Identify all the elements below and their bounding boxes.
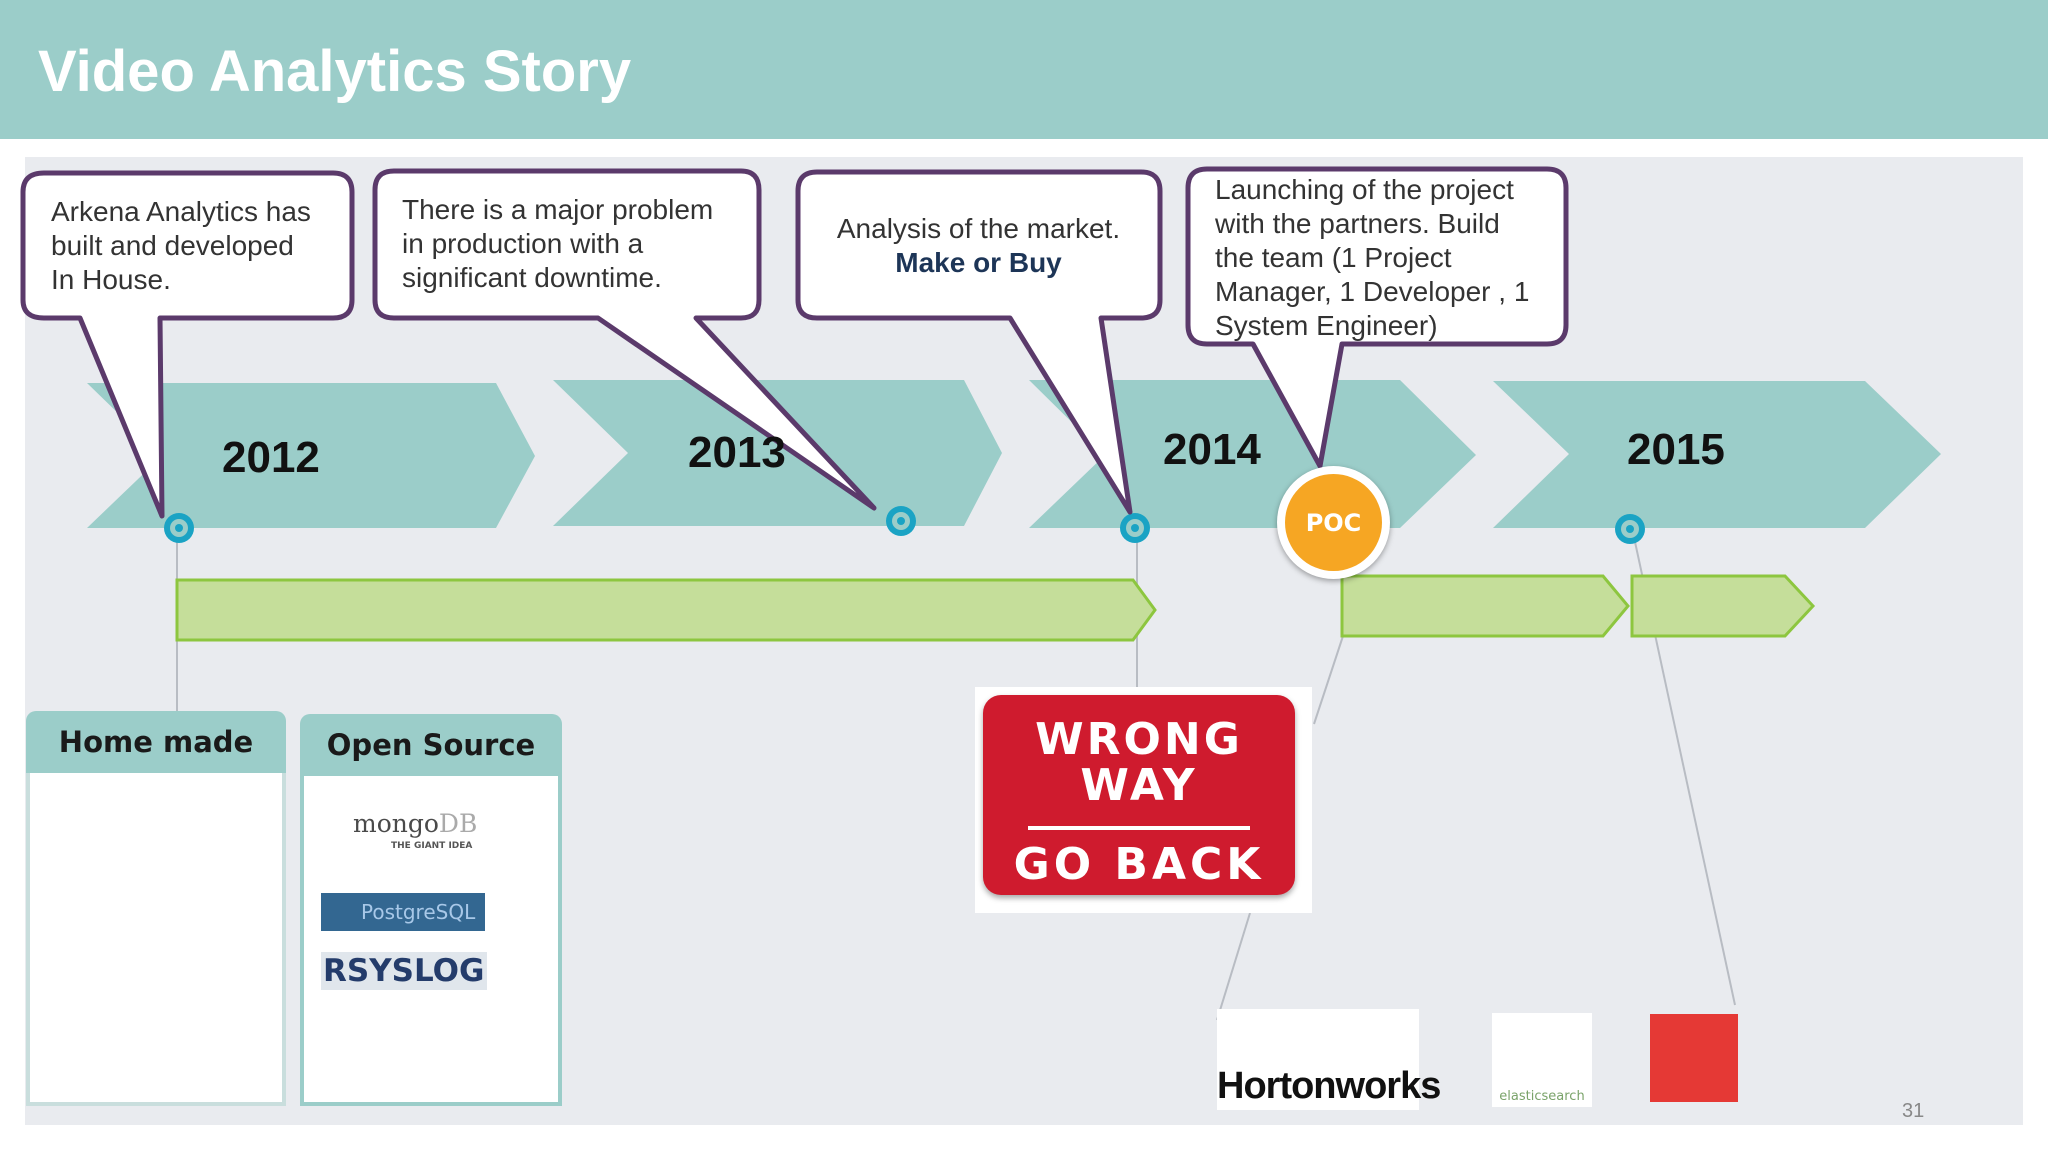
callout-bubble-4 — [1185, 166, 1569, 469]
marker-2015 — [1615, 514, 1645, 544]
callout-text-3: Analysis of the market.Make or Buy — [836, 213, 1121, 278]
marker-2013 — [886, 506, 916, 536]
marker-2014 — [1120, 513, 1150, 543]
marker-2012 — [164, 513, 194, 543]
callout-bubble-1 — [20, 170, 355, 519]
panel-home-made-body — [26, 773, 286, 1106]
year-label-2012: 2012 — [222, 433, 320, 482]
chevron-2012 — [87, 383, 535, 528]
poc-label: POC — [1285, 474, 1382, 571]
chevron-2015 — [1493, 381, 1941, 528]
slide-header: Video Analytics Story — [0, 0, 2048, 139]
phase-bar-poc — [1340, 574, 1630, 638]
poc-badge: POC — [1277, 466, 1390, 579]
year-label-2014: 2014 — [1163, 425, 1261, 474]
callout-bubbles — [20, 166, 1569, 519]
phase-bars — [175, 574, 1816, 642]
mongodb-logo: mongoDB THE GIANT IDEA — [321, 797, 485, 859]
callout-bubble-3 — [795, 169, 1163, 515]
milestone-markers — [164, 506, 1645, 544]
connector-hortonworks — [1216, 912, 1251, 1021]
year-label-2015: 2015 — [1627, 425, 1725, 474]
rsyslog-logo: RSYSLOG — [321, 952, 487, 990]
connector-poc — [1313, 635, 1344, 725]
talend-logo — [1650, 1014, 1738, 1102]
slide-title: Video Analytics Story — [38, 39, 632, 104]
callout-bubble-2 — [372, 168, 877, 511]
page-number: 31 — [1902, 1100, 1925, 1122]
hortonworks-logo: Hortonworks — [1217, 1009, 1441, 1110]
elasticsearch-logo: elasticsearch — [1492, 1013, 1592, 1107]
panel-home-made-title: Home made — [26, 711, 286, 773]
panel-open-source-title: Open Source — [300, 714, 562, 776]
chevron-2013 — [553, 380, 1002, 526]
year-label-2013: 2013 — [688, 428, 786, 477]
phase-bar-inhouse — [175, 578, 1157, 642]
phase-bar-2015 — [1630, 574, 1816, 638]
postgresql-logo: PostgreSQL — [321, 893, 485, 931]
